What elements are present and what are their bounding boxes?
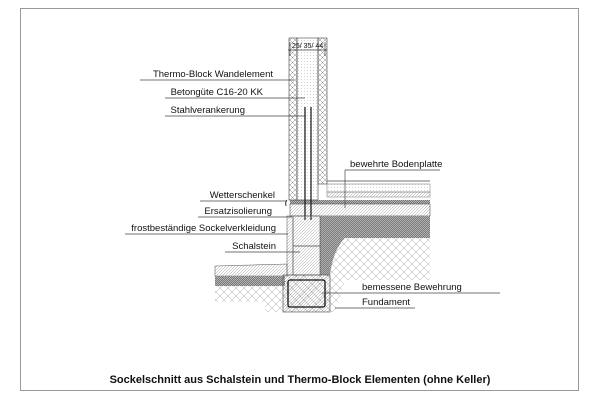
thermo-block-wall	[285, 37, 328, 220]
label-bodenplatte: bewehrte Bodenplatte	[350, 159, 442, 170]
dimension-label: 25/ 35/ 44	[292, 43, 323, 50]
ground-left	[214, 263, 288, 302]
label-schalstein: Schalstein	[232, 241, 276, 252]
dimension: 25/ 35/ 44	[288, 42, 327, 56]
drawing-title: Sockelschnitt aus Schalstein und Thermo-…	[110, 374, 491, 386]
label-stahlverankerung: Stahlverankerung	[171, 105, 245, 116]
drawing-frame	[20, 8, 579, 391]
schalstein	[286, 215, 321, 276]
label-sockelverkleidung: frostbeständige Sockelverkleidung	[131, 223, 276, 234]
label-bewehrung: bemessene Bewehrung	[362, 282, 462, 293]
label-wetterschenkel: Wetterschenkel	[210, 190, 275, 201]
leaders-right	[322, 169, 500, 309]
floor-slab	[289, 180, 431, 275]
fundament	[282, 274, 331, 313]
leaders-left	[125, 79, 306, 253]
label-thermo-block: Thermo-Block Wandelement	[153, 69, 273, 80]
label-betonguete: Betongüte C16-20 KK	[171, 87, 264, 98]
label-fundament: Fundament	[362, 297, 410, 308]
label-ersatzisolierung: Ersatzisolierung	[204, 206, 272, 217]
